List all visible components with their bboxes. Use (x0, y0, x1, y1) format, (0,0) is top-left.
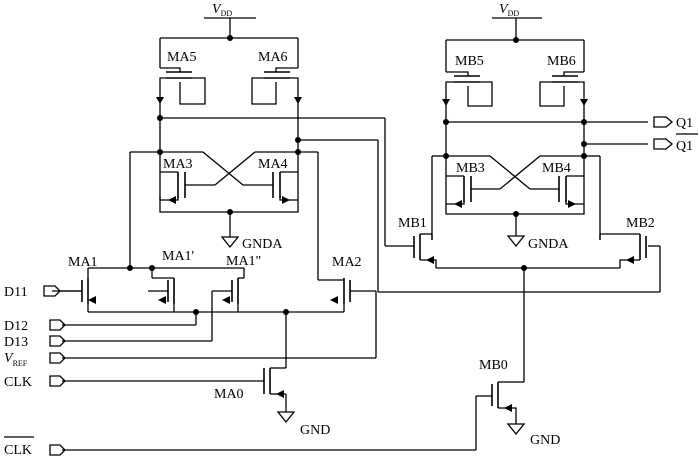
ma6-label: MA6 (258, 50, 288, 65)
mb2-label: MB2 (626, 216, 655, 231)
gnda-right-label: GNDA (528, 237, 569, 252)
ma3-label: MA3 (163, 157, 193, 172)
ma4-label: MA4 (258, 157, 288, 172)
clk-bar-port[interactable] (49, 444, 66, 456)
vref-port[interactable] (49, 352, 66, 364)
ma0-label: MA0 (214, 387, 244, 402)
ma0-tail: GND MA0 (214, 367, 330, 438)
ma1p-label: MA1' (162, 249, 194, 264)
svg-text:VREF: VREF (4, 351, 28, 368)
clk-bar-label: CLK (4, 443, 32, 457)
vdd-left: VDD (204, 2, 256, 41)
ma3-ma4-cross-pair: MA3 MA4 GNDA (159, 151, 299, 252)
ma5-ma6-load: MA5 MA6 (156, 37, 302, 118)
q1-bar-port[interactable] (653, 138, 674, 150)
right-output-nodes: Q1 Q1 (431, 116, 698, 240)
gnd-left-label: GND (300, 423, 330, 438)
mb1-label: MB1 (398, 216, 427, 231)
a-to-b-wires (377, 118, 661, 293)
ma1-ma2-input-devices: MA1 MA1' MA1" MA2 (58, 249, 376, 368)
q1-bar-label: Q1 (676, 139, 693, 154)
ma1pp-label: MA1" (226, 254, 261, 269)
d11-port[interactable] (43, 285, 61, 297)
input-wires (52, 290, 477, 451)
ma1-label: MA1 (68, 255, 98, 270)
clk-port[interactable] (49, 375, 66, 387)
d13-port[interactable] (49, 335, 66, 347)
mb6-label: MB6 (547, 54, 576, 69)
left-output-nodes (129, 115, 385, 280)
mb1-mb2-input-devices: MB1 MB2 (398, 216, 655, 271)
ma5-label: MA5 (167, 50, 197, 65)
clk-label: CLK (4, 375, 32, 390)
svg-text:VDD: VDD (499, 2, 519, 18)
d12-port[interactable] (49, 319, 66, 331)
mb3-label: MB3 (456, 161, 485, 176)
mb3-mb4-cross-pair: MB3 MB4 GNDA (445, 155, 585, 252)
q1-port[interactable] (653, 116, 674, 128)
mb5-mb6-load: MB5 MB6 (442, 39, 588, 122)
mb5-label: MB5 (455, 54, 484, 69)
input-ports: D11 D12 D13 VREF CLK CLK (4, 285, 66, 458)
d11-label: D11 (4, 285, 28, 300)
d13-label: D13 (4, 335, 28, 350)
gnda-left-label: GNDA (242, 237, 283, 252)
gnd-right-label: GND (530, 433, 560, 448)
mb0-label: MB0 (479, 358, 508, 373)
d12-label: D12 (4, 319, 28, 334)
mb4-label: MB4 (542, 161, 571, 176)
q1-label: Q1 (676, 116, 693, 131)
ma2-label: MA2 (332, 255, 362, 270)
svg-text:VDD: VDD (212, 2, 232, 18)
mb0-tail: GND MB0 (476, 268, 560, 448)
vdd-right: VDD (492, 2, 542, 43)
